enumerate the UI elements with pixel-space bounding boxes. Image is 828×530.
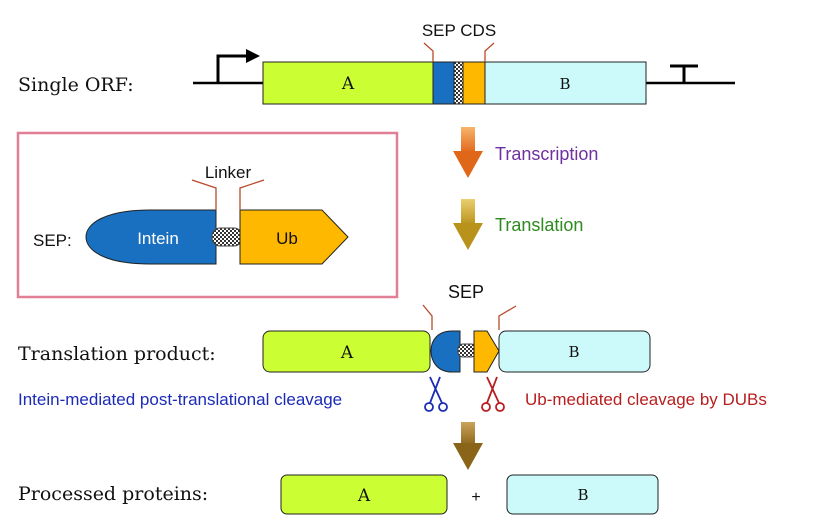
- product-block-a: [262, 330, 431, 373]
- sep-cds-label: SEP CDS: [422, 21, 496, 40]
- translation-arrow-icon: [453, 199, 483, 250]
- ub-cleavage-label: Ub-mediated cleavage by DUBs: [525, 390, 767, 409]
- linker-label: Linker: [205, 163, 252, 182]
- orf-block-a-label: A: [341, 74, 355, 94]
- processed-block-a-label: A: [357, 486, 371, 506]
- sep-label: SEP: [448, 282, 484, 302]
- transcription-arrow-icon: [453, 127, 483, 178]
- translation-label: Translation: [495, 215, 583, 235]
- processed-block-b-label: B: [577, 486, 588, 504]
- product-linker: [457, 343, 477, 358]
- orf-row-label: Single ORF:: [18, 74, 134, 96]
- processed-block-a: [280, 474, 448, 515]
- orf-intein-segment: [432, 61, 455, 105]
- inset-intein-domain: [85, 209, 217, 265]
- product-block-a-label: A: [340, 343, 354, 363]
- orf-block-a: [262, 61, 434, 105]
- orf-linker-segment: [453, 61, 464, 105]
- inset-ub-label: Ub: [276, 229, 298, 248]
- orf-block-b-label: B: [559, 75, 570, 93]
- sep-cds-bracket: [423, 42, 495, 62]
- orf-ub-segment: [462, 61, 486, 105]
- intein-scissors-icon: [424, 376, 448, 412]
- processed-block-b: [506, 474, 659, 515]
- product-block-b-label: B: [568, 343, 579, 361]
- promoter-arrow-icon: [216, 49, 260, 83]
- transcription-label: Transcription: [495, 144, 598, 164]
- inset-sep-label: SEP:: [33, 231, 72, 250]
- processed-row-label: Processed proteins:: [18, 483, 208, 505]
- intein-cleavage-label: Intein-mediated post-translational cleav…: [18, 390, 342, 409]
- product-row-label: Translation product:: [18, 343, 216, 365]
- plus-sign: +: [471, 489, 480, 506]
- terminator-icon: [670, 64, 698, 83]
- inset-ub-domain: [239, 209, 349, 265]
- orf-block-b: [484, 61, 647, 105]
- linker-bracket: [191, 179, 265, 210]
- product-ub-domain: [473, 330, 500, 373]
- product-intein-domain: [430, 330, 461, 373]
- sep-bracket: [422, 304, 517, 330]
- ub-scissors-icon: [481, 376, 505, 412]
- processing-arrow-icon: [453, 422, 483, 470]
- product-block-b: [498, 330, 651, 373]
- inset-linker: [211, 227, 243, 247]
- inset-intein-label: Intein: [137, 229, 179, 248]
